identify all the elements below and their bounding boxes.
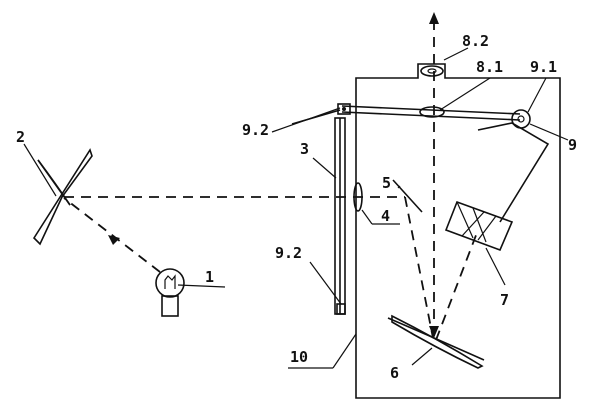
leader-9 xyxy=(529,123,569,141)
label-9: 9 xyxy=(568,136,577,154)
label-8-2: 8.2 xyxy=(462,32,489,50)
ray-lamp-to-mirror2 xyxy=(63,197,161,273)
label-9-2-top: 9.2 xyxy=(242,121,269,139)
leader-8-2 xyxy=(443,47,469,61)
label-2: 2 xyxy=(16,128,25,146)
leader-9-2-bottom xyxy=(309,261,342,305)
leader-6 xyxy=(411,347,433,366)
label-9-1: 9.1 xyxy=(530,58,557,76)
label-6: 6 xyxy=(390,364,399,382)
leader-7 xyxy=(485,247,506,286)
label-10: 10 xyxy=(290,348,308,366)
leader-9-2-top xyxy=(271,107,341,133)
arrow-into-mirror6 xyxy=(429,326,439,338)
label-9-2-bottom: 9.2 xyxy=(275,244,302,262)
label-7: 7 xyxy=(500,291,509,309)
lens-8-1 xyxy=(419,106,445,118)
housing-box xyxy=(355,63,561,399)
leader-1 xyxy=(177,284,226,288)
top-port-8-2 xyxy=(420,65,444,77)
label-5: 5 xyxy=(382,174,391,192)
label-1: 1 xyxy=(205,268,214,286)
leader-2 xyxy=(23,143,57,197)
leader-9-1 xyxy=(527,77,547,113)
leader-4 xyxy=(361,209,373,225)
label-4: 4 xyxy=(381,207,390,225)
leader-5 xyxy=(397,185,401,189)
rod-3 xyxy=(334,117,346,315)
mirror-5 xyxy=(392,179,423,213)
leader-8-1 xyxy=(439,77,491,111)
mirror-6 xyxy=(387,314,485,369)
arrow-ray-lamp xyxy=(108,235,120,245)
ray-mirror6-to-prism xyxy=(435,229,479,341)
label-3: 3 xyxy=(300,140,309,158)
arrow-exit-top xyxy=(429,12,439,24)
lamp-1 xyxy=(155,268,185,317)
leader-3 xyxy=(312,157,337,179)
ray-mirror5-to-mirror6 xyxy=(404,196,434,339)
leader-10-b xyxy=(332,333,357,369)
label-8-1: 8.1 xyxy=(476,58,503,76)
grating-holder xyxy=(477,122,550,223)
prism-7 xyxy=(444,200,514,252)
